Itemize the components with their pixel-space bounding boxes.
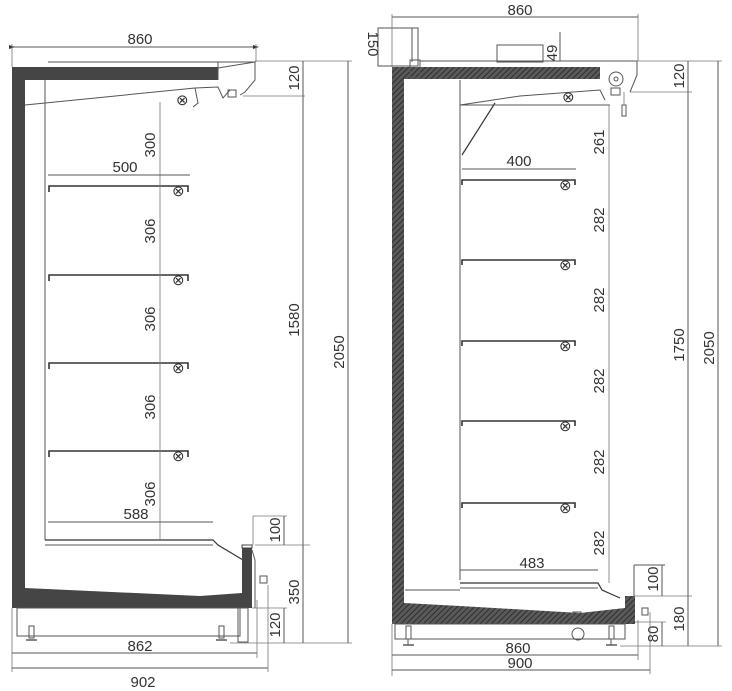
- left-foot-height-label: 120: [267, 612, 284, 637]
- right-top-gap-label: 261: [591, 129, 608, 154]
- left-width-top-label: 860: [127, 31, 152, 48]
- left-base-tub: [12, 548, 252, 608]
- left-shelf-gap-label: 306: [142, 481, 159, 506]
- left-shelf-gap-label: 306: [142, 394, 159, 419]
- left-top-wall: [12, 67, 218, 80]
- price-holder-icon: ⊗: [559, 257, 572, 274]
- right-base-shelf-depth-label: 483: [519, 555, 544, 572]
- right-base-tub: [392, 596, 635, 624]
- right-lip-height-label: 100: [645, 566, 662, 591]
- right-foot-height-label: 80: [645, 626, 662, 643]
- right-cabinet-view: ⊗ ⊗ ⊗ ⊗ ⊗ ⊗ 860 150 49: [364, 2, 722, 676]
- right-display-height-label: 1750: [671, 328, 688, 361]
- left-outer-width-label: 902: [130, 674, 155, 691]
- price-holder-icon: ⊗: [172, 183, 185, 200]
- right-shelf-gap-labels: 261 282 282 282 282 282: [591, 129, 608, 555]
- left-display-height-label: 1580: [286, 303, 303, 336]
- right-top-wall: [392, 67, 600, 79]
- left-lip-height-label: 100: [267, 517, 284, 542]
- shelf-price-holder-icons: ⊗ ⊗ ⊗ ⊗ ⊗: [172, 92, 189, 465]
- right-shelf-gap-label: 282: [591, 368, 608, 393]
- price-holder-icon: ⊗: [176, 92, 189, 109]
- price-holder-icon: ⊗: [559, 338, 572, 355]
- left-shelf-gap-labels: 300 306 306 306 306: [142, 132, 159, 506]
- right-shelf-depth-label: 400: [506, 153, 531, 170]
- right-canopy-height-label: 120: [671, 63, 688, 88]
- right-shelf-gap-label: 282: [591, 207, 608, 232]
- right-unit-height-label: 49: [544, 45, 561, 62]
- right-shelf-gap-label: 282: [591, 530, 608, 555]
- right-outer-width-label: 900: [507, 655, 532, 672]
- left-shelf-depth-label: 500: [112, 159, 137, 176]
- price-holder-icon: ⊗: [172, 360, 185, 377]
- price-holder-icon: ⊗: [559, 418, 572, 435]
- right-shelf-gap-label: 282: [591, 287, 608, 312]
- price-holder-icon: ⊗: [172, 272, 185, 289]
- price-holder-icon: ⊗: [172, 448, 185, 465]
- price-holder-icon: ⊗: [559, 500, 572, 517]
- left-inner-width-label: 862: [127, 638, 152, 655]
- left-total-height-label: 2050: [331, 335, 348, 368]
- right-rear-height-label: 150: [364, 31, 381, 56]
- right-shelves: [461, 179, 576, 508]
- left-base-shelf-depth-label: 588: [123, 506, 148, 523]
- left-shelves: [48, 185, 189, 457]
- price-holder-icon: ⊗: [562, 89, 575, 106]
- left-canopy-height-label: 120: [286, 65, 303, 90]
- left-cabinet-view: ⊗ ⊗ ⊗ ⊗ ⊗ 860 500 588 300 306 306 306 30…: [9, 31, 352, 691]
- right-back-wall: [392, 67, 404, 622]
- right-width-top-label: 860: [507, 2, 532, 19]
- left-shelf-gap-label: 306: [142, 306, 159, 331]
- right-total-height-label: 2050: [701, 331, 718, 364]
- right-base-height-label: 180: [671, 606, 688, 631]
- left-back-wall: [12, 67, 25, 595]
- left-top-gap-label: 300: [142, 132, 159, 157]
- right-inner-width-label: 860: [505, 640, 530, 657]
- right-shelf-gap-label: 282: [591, 449, 608, 474]
- right-price-holder-icons: ⊗ ⊗ ⊗ ⊗ ⊗ ⊗: [559, 89, 575, 517]
- price-holder-icon: ⊗: [559, 177, 572, 194]
- left-shelf-gap-label: 306: [142, 218, 159, 243]
- left-base-height-label: 350: [286, 579, 303, 604]
